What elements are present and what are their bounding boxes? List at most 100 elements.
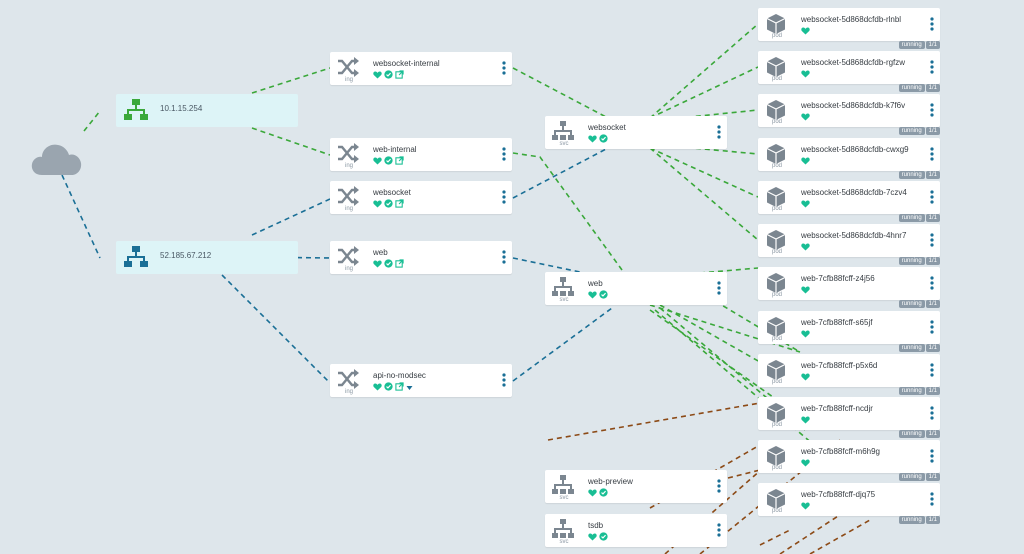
kebab-menu-icon[interactable] [930,406,934,420]
kebab-menu-icon[interactable] [717,523,721,537]
external-link-icon[interactable] [395,255,404,273]
cube-icon [765,488,789,510]
ingress-node-api-no-modsec[interactable]: ing api-no-modsec [330,364,512,397]
shuffle-icon [337,57,361,79]
shuffle-icon [337,369,361,391]
cube-icon [765,359,789,381]
kebab-menu-icon[interactable] [717,125,721,139]
kebab-menu-icon[interactable] [930,60,934,74]
kebab-menu-icon[interactable] [502,190,506,204]
service-node-web[interactable]: svc web [545,272,727,305]
check-circle-icon [599,484,608,502]
network-node-10-1-15-254[interactable]: 10.1.15.254 [116,94,298,127]
kebab-menu-icon[interactable] [930,17,934,31]
heart-icon [373,378,382,396]
node-name: tsdb [588,521,604,530]
kebab-menu-icon[interactable] [930,233,934,247]
status-badge: running [898,257,925,265]
external-link-icon[interactable] [395,66,404,84]
external-link-icon[interactable] [395,378,404,396]
status-icons [588,134,608,144]
shuffle-icon [337,143,361,165]
heart-icon [801,65,810,83]
node-name: web-7cfb88fcff-z4j56 [801,274,875,283]
node-name: web-internal [373,145,417,154]
kebab-menu-icon[interactable] [930,320,934,334]
kebab-menu-icon[interactable] [930,363,934,377]
heart-icon [373,66,382,84]
status-badge: running [898,41,925,49]
ready-badge: 1/1 [925,344,940,352]
ready-badge: 1/1 [925,473,940,481]
status-badge: running [898,516,925,524]
kebab-menu-icon[interactable] [930,449,934,463]
kebab-menu-icon[interactable] [717,479,721,493]
kebab-menu-icon[interactable] [930,492,934,506]
network-icon [123,98,149,122]
kebab-menu-icon[interactable] [930,276,934,290]
kebab-menu-icon[interactable] [717,281,721,295]
node-name: web [373,248,388,257]
heart-icon [801,411,810,429]
node-name: web-7cfb88fcff-s65jf [801,318,873,327]
heart-icon [801,454,810,472]
ingress-node-web[interactable]: ing web [330,241,512,274]
caret-down-icon[interactable] [406,378,413,396]
service-icon [552,121,576,143]
node-kind: svc [559,539,569,545]
ingress-node-websocket[interactable]: ing websocket [330,181,512,214]
node-kind: svc [559,495,569,501]
service-node-web-preview[interactable]: svc web-preview [545,470,727,503]
kebab-menu-icon[interactable] [502,61,506,75]
kebab-menu-icon[interactable] [930,190,934,204]
kebab-menu-icon[interactable] [502,373,506,387]
heart-icon [801,152,810,170]
status-icons [801,372,810,382]
node-name: websocket-internal [373,59,440,68]
network-node-52-185-67-212[interactable]: 52.185.67.212 [116,241,298,274]
check-circle-icon [384,378,393,396]
cloud-icon[interactable] [30,139,84,177]
status-icons [373,199,404,209]
node-name: web [588,279,603,288]
node-name: websocket [373,188,411,197]
external-link-icon[interactable] [395,152,404,170]
status-icons [588,532,608,542]
kebab-menu-icon[interactable] [930,103,934,117]
shuffle-icon [337,246,361,268]
service-node-tsdb[interactable]: svc tsdb [545,514,727,547]
node-kind: ing [344,206,353,212]
heart-icon [801,368,810,386]
service-node-websocket[interactable]: svc websocket [545,116,727,149]
status-icons [588,488,608,498]
ingress-node-web-internal[interactable]: ing web-internal [330,138,512,171]
node-kind: ing [344,163,353,169]
node-kind: pod [771,336,782,342]
heart-icon [588,528,597,546]
ready-badge: 1/1 [925,214,940,222]
kebab-menu-icon[interactable] [930,147,934,161]
check-circle-icon [384,195,393,213]
ingress-node-websocket-internal[interactable]: ing websocket-internal [330,52,512,85]
kebab-menu-icon[interactable] [502,147,506,161]
heart-icon [588,286,597,304]
external-link-icon[interactable] [395,195,404,213]
kebab-menu-icon[interactable] [502,250,506,264]
service-icon [552,475,576,497]
